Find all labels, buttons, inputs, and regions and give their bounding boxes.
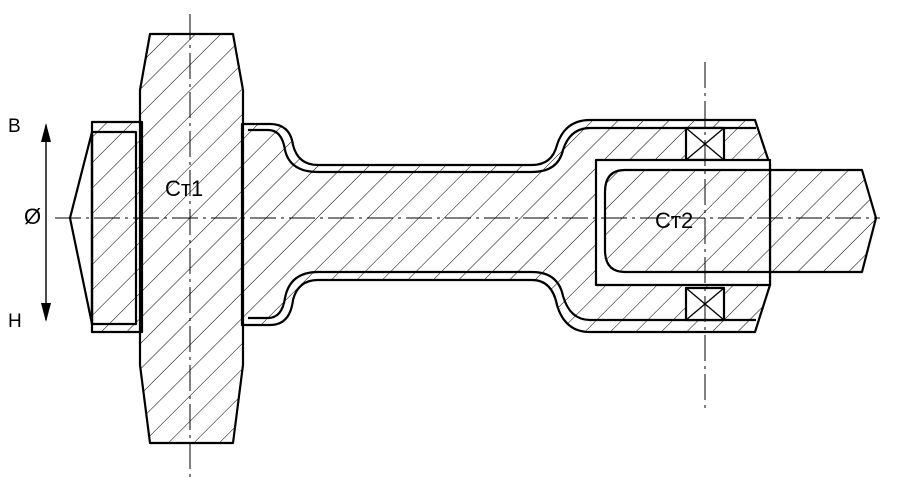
part-2-label: Ст2 — [655, 208, 693, 233]
left-hub-section — [90, 120, 144, 334]
top-direction-label: В — [8, 116, 21, 137]
shaft-2-section — [603, 168, 878, 274]
gear-disc-section — [138, 32, 245, 445]
rod-inner-outline — [248, 126, 756, 322]
bottom-direction-label: Н — [8, 311, 22, 332]
left-tip-outline — [68, 130, 94, 326]
arrow-up-head — [41, 123, 51, 142]
part-1-label: Ст1 — [165, 176, 203, 201]
arrow-down-head — [41, 303, 51, 322]
diameter-symbol: Ø — [24, 204, 41, 229]
left-hub-inner-line — [90, 130, 138, 326]
